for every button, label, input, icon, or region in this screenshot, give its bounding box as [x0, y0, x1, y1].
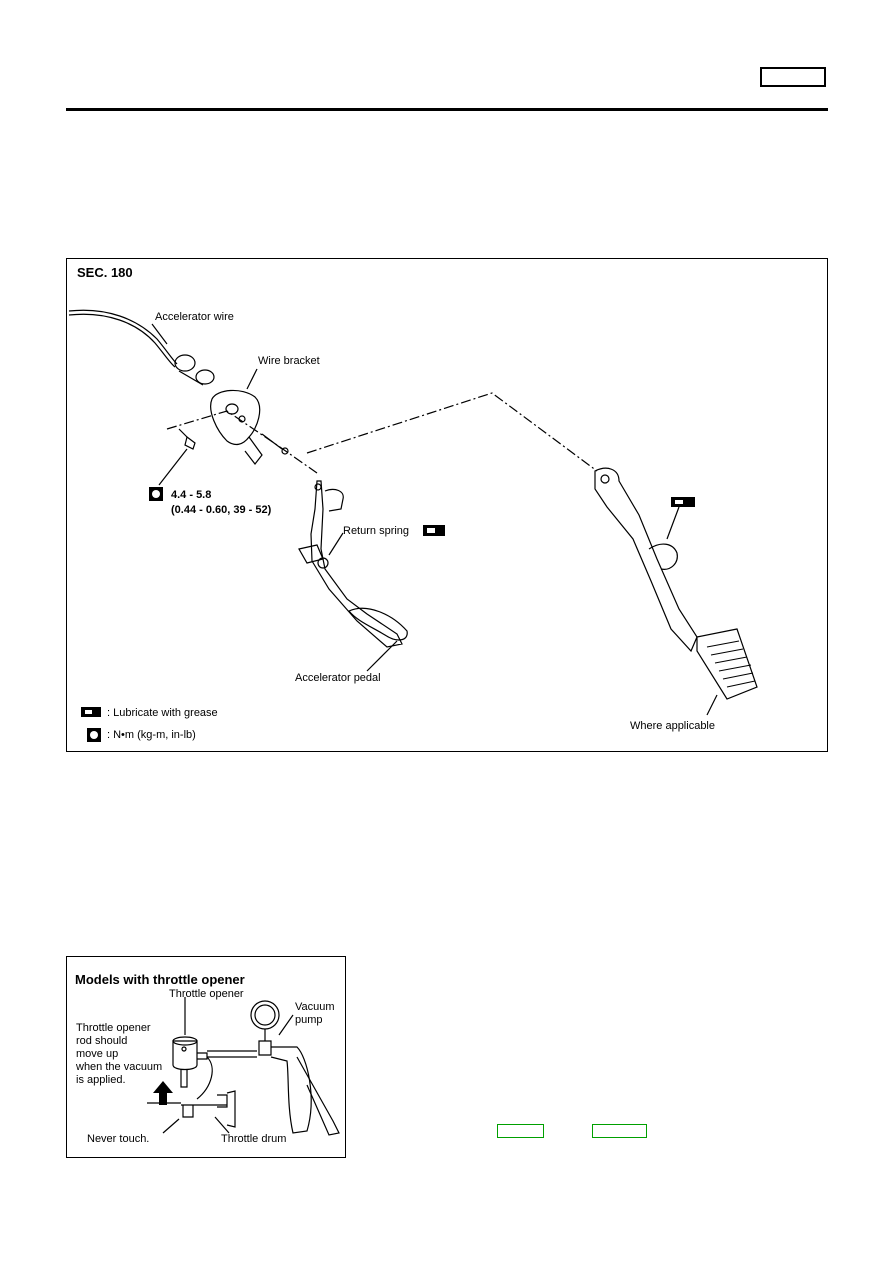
- wire-bracket-label: Wire bracket: [258, 355, 320, 367]
- accelerator-pedal-label: Accelerator pedal: [295, 672, 381, 684]
- header-rule: [66, 108, 828, 111]
- pedal-pad: [348, 607, 408, 641]
- torque-value: 4.4 - 5.8: [171, 489, 212, 501]
- throttle-opener-drawing: [147, 997, 340, 1136]
- vacuum-pump-label: Vacuum pump: [295, 1001, 335, 1026]
- never-touch-label: Never touch.: [87, 1133, 150, 1145]
- accelerator-wire-line: [68, 309, 178, 365]
- throttle-opener-label: Throttle opener: [169, 988, 244, 1000]
- accelerator-wire-label: Accelerator wire: [155, 311, 234, 323]
- return-spring-label: Return spring: [343, 525, 410, 537]
- legend-grease: : Lubricate with grease: [107, 707, 218, 719]
- torque-wrench-icon: [87, 728, 101, 742]
- torque-units: (0.44 - 0.60, 39 - 52): [171, 504, 272, 516]
- wire-clamp: [174, 354, 196, 372]
- return-spring-shape: [298, 544, 324, 564]
- grease-icon: [81, 707, 101, 717]
- arrow-up-icon: [153, 1081, 173, 1105]
- pedal-pad-alt: [696, 628, 758, 700]
- throttle-drum-label: Throttle drum: [221, 1133, 287, 1145]
- wire-bracket-shape: [210, 389, 261, 446]
- accelerator-figure: SEC. 180 Accelerator wire Wire bracket 4…: [66, 258, 828, 752]
- section-number: SEC. 180: [77, 265, 133, 280]
- pedal-arm-alt: [594, 467, 698, 653]
- legend-torque: : N•m (kg-m, in-lb): [107, 729, 196, 741]
- throttle-figure-title: Models with throttle opener: [75, 972, 245, 987]
- reference-link-1[interactable]: [497, 1124, 544, 1138]
- page-tag-box: [760, 67, 826, 87]
- pedal-arm: [310, 480, 403, 648]
- rod-note-label: Throttle opener rod should move up when …: [76, 1022, 163, 1086]
- accelerator-drawing: [68, 309, 758, 716]
- throttle-opener-figure: Models with throttle opener Throttle ope…: [66, 956, 346, 1158]
- reference-link-2[interactable]: [592, 1124, 647, 1138]
- where-applicable-label: Where applicable: [630, 720, 715, 732]
